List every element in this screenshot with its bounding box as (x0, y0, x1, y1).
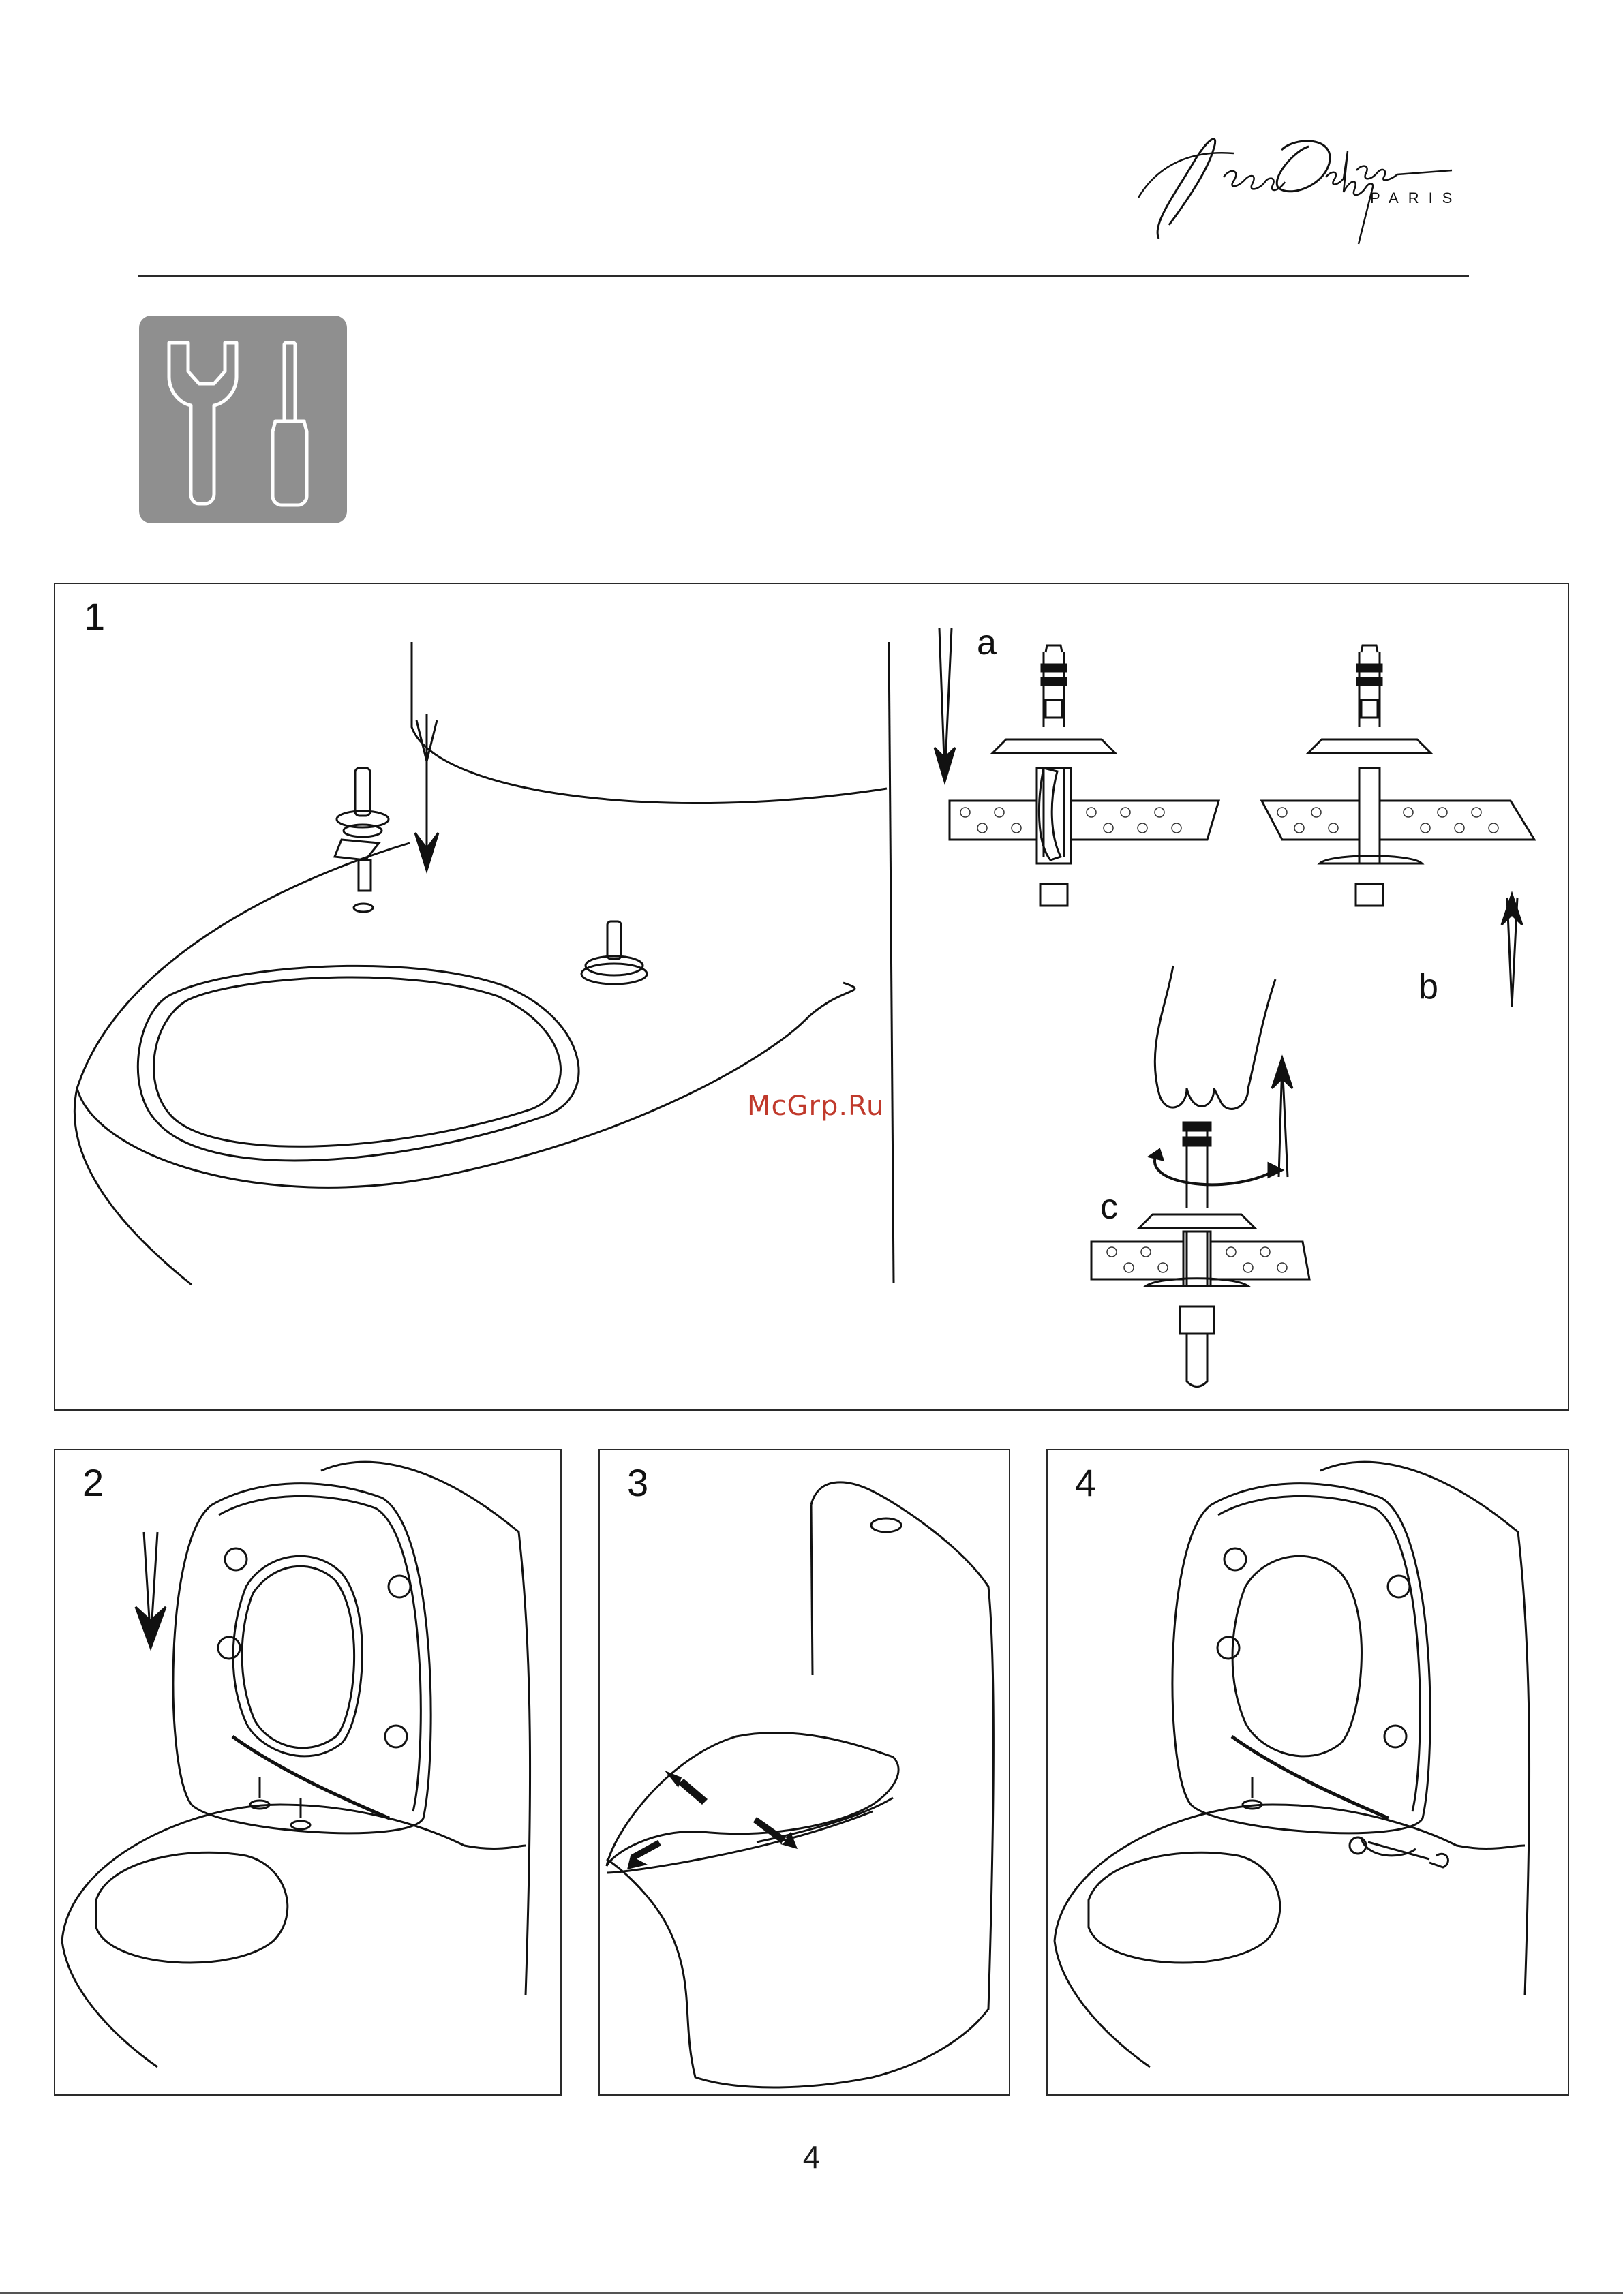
svg-text:PARIS: PARIS (1370, 189, 1461, 206)
wrench-icon (169, 343, 237, 504)
step-4-panel: 4 (1046, 1449, 1569, 2096)
step-1-panel: 1 (54, 583, 1569, 1411)
page-number: 4 (0, 2139, 1623, 2175)
step-2-panel: 2 (54, 1449, 562, 2096)
bowl-hinge-illustration (55, 584, 1567, 1409)
tighten-illustration (1048, 1450, 1567, 2094)
watermark: McGrp.Ru (747, 1090, 884, 1122)
sub-label-c: c (1100, 1189, 1118, 1225)
footer-divider (0, 2292, 1623, 2294)
seat-closed-illustration (600, 1450, 1008, 2094)
sub-label-a: a (977, 625, 997, 660)
seat-attach-illustration (55, 1450, 560, 2094)
step-3-panel: 3 (598, 1449, 1010, 2096)
sub-label-b: b (1419, 969, 1438, 1005)
screwdriver-icon (273, 343, 307, 505)
brand-logo: PARIS (1132, 123, 1472, 245)
tools-badge (139, 316, 347, 523)
signature-logo: PARIS (1132, 123, 1472, 245)
header-divider (138, 275, 1469, 277)
